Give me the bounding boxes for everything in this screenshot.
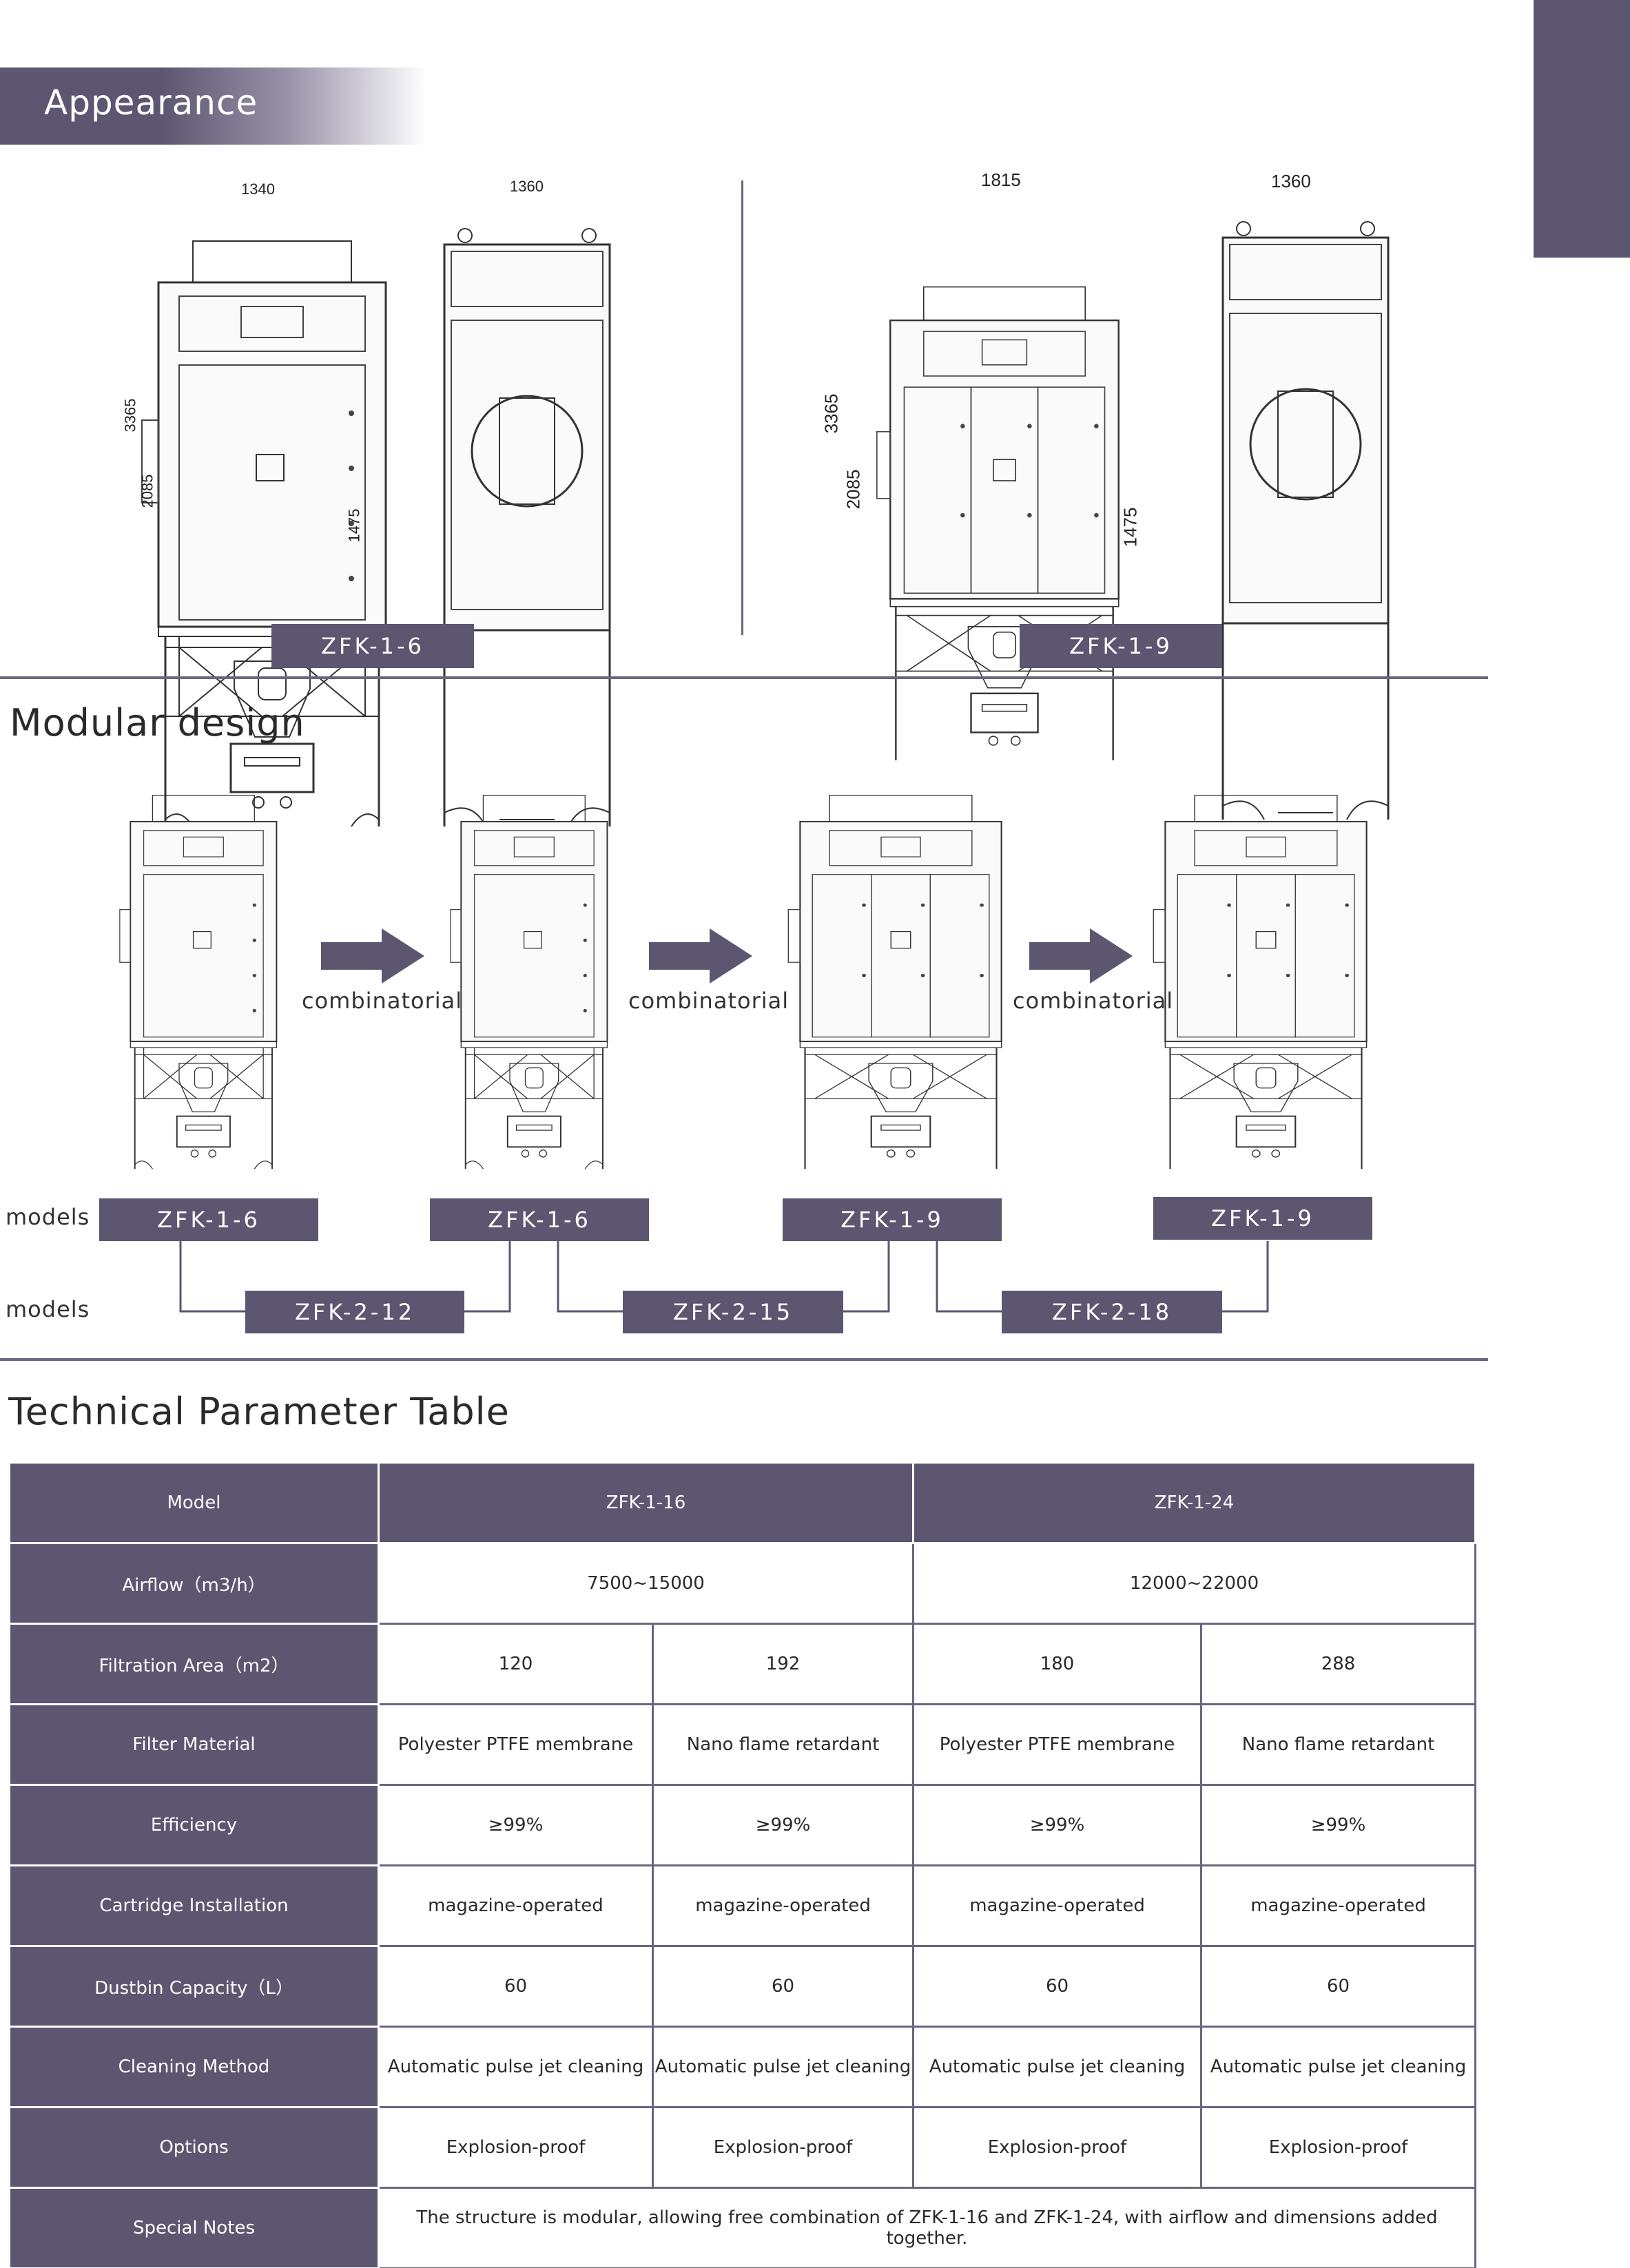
table-cell: Automatic pulse jet cleaning <box>378 2026 654 2108</box>
module-drawing-1 <box>117 764 303 1178</box>
row-label: Options <box>8 2106 380 2189</box>
table-row: Options Explosion-proof Explosion-proof … <box>8 2106 1477 2189</box>
appearance-banner: Appearance <box>0 67 427 145</box>
table-cell: Explosion-proof <box>1200 2106 1477 2189</box>
table-cell: magazine-operated <box>378 1864 654 1947</box>
table-row: Airflow（m3/h） 7500~15000 12000~22000 <box>8 1542 1477 1625</box>
table-cell: Automatic pulse jet cleaning <box>651 2026 915 2108</box>
table-cell: ≥99% <box>651 1784 915 1866</box>
table-row: Cleaning Method Automatic pulse jet clea… <box>8 2026 1477 2108</box>
table-cell: 192 <box>651 1623 915 1705</box>
table-cell: 7500~15000 <box>377 1542 915 1625</box>
special-notes-cell: The structure is modular, allowing free … <box>377 2187 1477 2268</box>
row-label: Dustbin Capacity（L） <box>8 1945 380 2028</box>
combinatorial-label: combinatorial <box>628 988 790 1014</box>
front-width-dim: 1815 <box>981 169 1021 190</box>
section-divider-2 <box>0 1358 1488 1361</box>
table-cell: ≥99% <box>912 1784 1203 1866</box>
table-cell: Explosion-proof <box>378 2106 654 2189</box>
table-cell: 60 <box>651 1945 915 2028</box>
model-tag: ZFK-1-9 <box>783 1198 1002 1241</box>
section-divider-1 <box>0 676 1488 679</box>
row-label: Model <box>8 1461 380 1544</box>
combined-model-tag: ZFK-2-18 <box>1002 1291 1222 1333</box>
table-row: Efficiency ≥99% ≥99% ≥99% ≥99% <box>8 1784 1477 1866</box>
table-cell: Automatic pulse jet cleaning <box>1200 2026 1477 2108</box>
frame-height-dim: 1475 <box>1120 507 1141 548</box>
side-width-dim: 1360 <box>1271 171 1311 191</box>
arrow-right-icon <box>1029 928 1133 984</box>
row-label: Efficiency <box>8 1784 380 1866</box>
table-cell: magazine-operated <box>1200 1864 1477 1947</box>
row-label: Filtration Area（m2） <box>8 1623 380 1705</box>
table-row: Filter Material Polyester PTFE membrane … <box>8 1703 1477 1786</box>
table-cell: 288 <box>1200 1623 1477 1705</box>
table-cell: magazine-operated <box>651 1864 915 1947</box>
row-label: Airflow（m3/h） <box>8 1542 380 1625</box>
column-header: ZFK-1-24 <box>912 1461 1477 1544</box>
combined-model-tag: ZFK-2-15 <box>623 1291 843 1333</box>
zfk-1-9-front-drawing <box>874 186 1135 833</box>
table-cell: ≥99% <box>378 1784 654 1866</box>
table-cell: 60 <box>1200 1945 1477 2028</box>
side-width-dim: 1360 <box>510 178 544 195</box>
module-drawing-4 <box>1151 764 1381 1178</box>
combinatorial-label: combinatorial <box>1013 988 1174 1014</box>
vertical-divider <box>741 180 743 635</box>
combined-model-tag: ZFK-2-12 <box>245 1291 464 1333</box>
table-cell: Nano flame retardant <box>1200 1703 1477 1786</box>
model-tag-left: ZFK-1-6 <box>271 624 474 668</box>
module-drawing-3 <box>785 764 1016 1178</box>
module-drawing-2 <box>448 764 634 1178</box>
inlet-height-dim: 2085 <box>843 469 864 510</box>
technical-table-title: Technical Parameter Table <box>8 1390 510 1433</box>
row-label: Cleaning Method <box>8 2026 380 2108</box>
model-tag-right: ZFK-1-9 <box>1020 624 1222 668</box>
table-cell: ≥99% <box>1200 1784 1477 1866</box>
table-row: Filtration Area（m2） 120 192 180 288 <box>8 1623 1477 1705</box>
table-cell: Explosion-proof <box>912 2106 1203 2189</box>
column-header: ZFK-1-16 <box>377 1461 915 1544</box>
technical-parameter-table: Model ZFK-1-16 ZFK-1-24 Airflow（m3/h） 75… <box>8 1461 1477 2268</box>
model-tag: ZFK-1-9 <box>1153 1197 1372 1240</box>
table-cell: Nano flame retardant <box>651 1703 915 1786</box>
row-label: Cartridge Installation <box>8 1864 380 1947</box>
row-label: Filter Material <box>8 1703 380 1786</box>
table-cell: Polyester PTFE membrane <box>912 1703 1203 1786</box>
total-height-dim: 3365 <box>821 393 842 434</box>
table-cell: 120 <box>378 1623 654 1705</box>
table-row: Model ZFK-1-16 ZFK-1-24 <box>8 1461 1477 1544</box>
front-width-dim: 1340 <box>241 180 275 198</box>
table-cell: 60 <box>912 1945 1203 2028</box>
table-cell: Polyester PTFE membrane <box>378 1703 654 1786</box>
frame-height-dim: 1475 <box>345 508 363 543</box>
table-cell: Automatic pulse jet cleaning <box>912 2026 1203 2108</box>
table-row: Dustbin Capacity（L） 60 60 60 60 <box>8 1945 1477 2028</box>
table-cell: 12000~22000 <box>912 1542 1477 1625</box>
arrow-right-icon <box>649 928 752 984</box>
inlet-height-dim: 2085 <box>138 474 156 508</box>
side-tab-marker <box>1534 0 1630 258</box>
total-height-dim: 3365 <box>121 398 139 433</box>
zfk-1-9-side-drawing <box>1206 186 1412 833</box>
table-cell: 180 <box>912 1623 1203 1705</box>
row-label: Special Notes <box>8 2187 380 2268</box>
table-cell: Explosion-proof <box>651 2106 915 2189</box>
table-row: Special Notes The structure is modular, … <box>8 2187 1477 2268</box>
table-row: Cartridge Installation magazine-operated… <box>8 1864 1477 1947</box>
zfk-1-6-side-drawing <box>431 193 630 840</box>
table-cell: magazine-operated <box>912 1864 1203 1947</box>
appearance-title: Appearance <box>44 83 258 123</box>
combinatorial-label: combinatorial <box>302 988 463 1014</box>
models-row-label: models <box>6 1204 90 1230</box>
model-tag: ZFK-1-6 <box>430 1198 649 1241</box>
modular-design-title: Modular design <box>10 701 305 745</box>
models-row-label: models <box>6 1296 90 1322</box>
model-tag: ZFK-1-6 <box>99 1198 318 1241</box>
arrow-right-icon <box>321 928 424 984</box>
table-cell: 60 <box>378 1945 654 2028</box>
